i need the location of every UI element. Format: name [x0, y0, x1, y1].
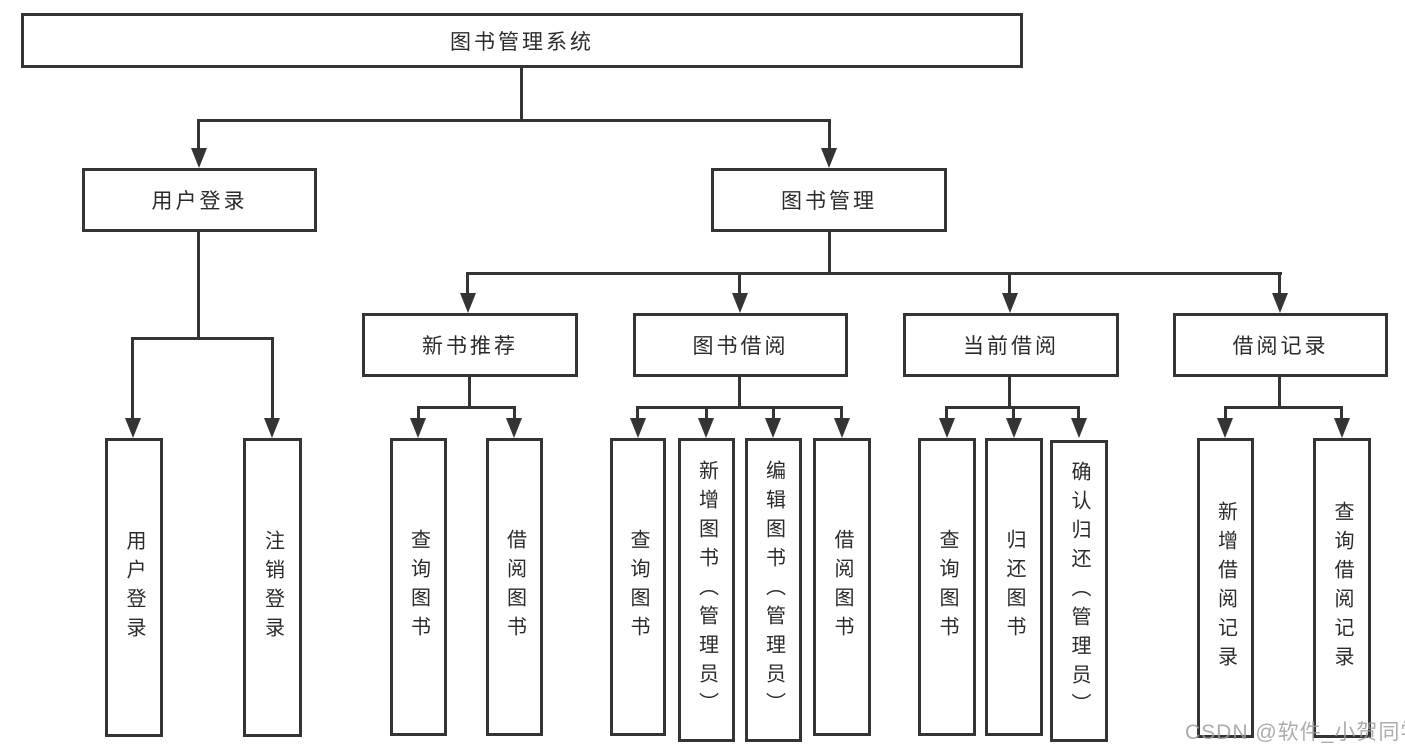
connector-mgmt-drop-4 — [1278, 272, 1281, 295]
connector-recommend-rail — [417, 406, 516, 409]
connector-mgmt-rail — [466, 272, 1282, 275]
arrow-down-icon — [1217, 418, 1233, 438]
connector-record-rail — [1224, 406, 1343, 409]
arrow-down-icon — [732, 293, 748, 313]
connector-record-stem — [1278, 377, 1281, 408]
node-book-management-label: 图书管理 — [781, 190, 877, 213]
connector-recommend-stem — [468, 377, 471, 408]
leaf-recommend-query-books: 查询图书 — [390, 438, 447, 736]
leaf-logout-label: 注销登录 — [261, 529, 284, 646]
node-user-login: 用户登录 — [82, 168, 317, 232]
connector-borrow-rail — [636, 406, 843, 409]
leaf-borrow-query-books: 查询图书 — [610, 438, 666, 736]
leaf-current-query-books: 查询图书 — [918, 438, 976, 736]
arrow-down-icon — [125, 418, 141, 438]
node-borrow-record: 借阅记录 — [1173, 313, 1388, 377]
connector-current-drop-1 — [945, 406, 948, 420]
leaf-borrow-edit-books-admin-label: 编辑图书（管理员） — [762, 459, 785, 721]
leaf-current-return-books-label: 归还图书 — [1003, 529, 1025, 645]
arrow-down-icon — [264, 418, 280, 438]
node-new-book-recommend: 新书推荐 — [362, 313, 578, 377]
csdn-watermark: CSDN @软件_小贺同学 — [1185, 716, 1405, 746]
arrow-down-icon — [1006, 418, 1022, 438]
connector-mgmt-stem — [828, 232, 831, 275]
leaf-current-confirm-return-admin-label: 确认归还（管理员） — [1068, 460, 1090, 722]
leaf-borrow-borrow-books: 借阅图书 — [813, 438, 871, 736]
connector-mgmt-drop-1 — [466, 272, 469, 295]
node-root: 图书管理系统 — [21, 13, 1023, 68]
arrow-down-icon — [834, 418, 850, 438]
arrow-down-icon — [191, 148, 207, 168]
leaf-user-login-label: 用户登录 — [123, 529, 145, 646]
leaf-record-add-borrow-record: 新增借阅记录 — [1197, 438, 1254, 738]
leaf-current-return-books: 归还图书 — [985, 438, 1043, 736]
connector-mgmt-drop-3 — [1008, 272, 1011, 295]
leaf-record-query-borrow-record: 查询借阅记录 — [1313, 438, 1371, 738]
leaf-recommend-borrow-books-label: 借阅图书 — [503, 529, 526, 645]
leaf-user-login: 用户登录 — [105, 438, 163, 737]
connector-borrow-stem — [738, 377, 741, 408]
arrow-down-icon — [410, 418, 426, 438]
connector-current-drop-2 — [1012, 406, 1015, 420]
node-borrow-record-label: 借阅记录 — [1232, 335, 1329, 358]
leaf-borrow-edit-books-admin: 编辑图书（管理员） — [745, 438, 802, 742]
connector-root-rail — [197, 119, 831, 122]
arrow-down-icon — [939, 418, 955, 438]
connector-borrow-drop-2 — [705, 406, 708, 420]
leaf-record-add-borrow-record-label: 新增借阅记录 — [1214, 501, 1237, 675]
connector-root-drop-right — [828, 119, 831, 152]
leaf-borrow-query-books-label: 查询图书 — [627, 529, 649, 645]
leaf-recommend-borrow-books: 借阅图书 — [486, 438, 543, 736]
connector-user-rail — [131, 337, 274, 340]
leaf-current-confirm-return-admin: 确认归还（管理员） — [1050, 440, 1108, 742]
arrow-down-icon — [1272, 293, 1288, 313]
node-user-login-label: 用户登录 — [151, 190, 248, 213]
connector-current-stem — [1008, 377, 1011, 408]
arrow-down-icon — [821, 148, 837, 168]
arrow-down-icon — [630, 418, 646, 438]
leaf-recommend-query-books-label: 查询图书 — [407, 529, 430, 645]
connector-borrow-drop-4 — [840, 406, 843, 420]
node-new-book-recommend-label: 新书推荐 — [422, 335, 518, 358]
connector-borrow-drop-1 — [636, 406, 639, 420]
connector-current-drop-3 — [1077, 406, 1080, 420]
connector-recommend-drop-1 — [417, 406, 420, 420]
arrow-down-icon — [1071, 418, 1087, 438]
node-current-borrow-label: 当前借阅 — [963, 335, 1059, 358]
leaf-current-query-books-label: 查询图书 — [936, 529, 958, 645]
arrow-down-icon — [1334, 418, 1350, 438]
connector-root-stem — [520, 68, 523, 121]
arrow-down-icon — [765, 418, 781, 438]
connector-mgmt-drop-2 — [738, 272, 741, 295]
leaf-borrow-add-books-admin-label: 新增图书（管理员） — [695, 459, 718, 721]
connector-user-drop-2 — [271, 337, 274, 420]
leaf-record-query-borrow-record-label: 查询借阅记录 — [1331, 501, 1353, 675]
node-book-borrow: 图书借阅 — [633, 313, 848, 377]
connector-borrow-drop-3 — [772, 406, 775, 420]
arrow-down-icon — [506, 418, 522, 438]
node-book-borrow-label: 图书借阅 — [692, 335, 789, 358]
arrow-down-icon — [460, 293, 476, 313]
node-current-borrow: 当前借阅 — [903, 313, 1119, 377]
leaf-borrow-add-books-admin: 新增图书（管理员） — [678, 438, 735, 742]
connector-recommend-drop-2 — [513, 406, 516, 420]
connector-user-stem — [197, 232, 200, 339]
csdn-watermark-text: CSDN @软件_小贺同学 — [1185, 721, 1405, 744]
arrow-down-icon — [1002, 293, 1018, 313]
leaf-borrow-borrow-books-label: 借阅图书 — [831, 529, 853, 645]
connector-user-drop-1 — [131, 337, 134, 420]
connector-record-drop-2 — [1340, 406, 1343, 420]
connector-root-drop-left — [197, 119, 200, 152]
arrow-down-icon — [698, 418, 714, 438]
node-root-label: 图书管理系统 — [450, 30, 594, 54]
leaf-logout: 注销登录 — [243, 438, 302, 737]
node-book-management: 图书管理 — [711, 168, 947, 232]
connector-record-drop-1 — [1224, 406, 1227, 420]
